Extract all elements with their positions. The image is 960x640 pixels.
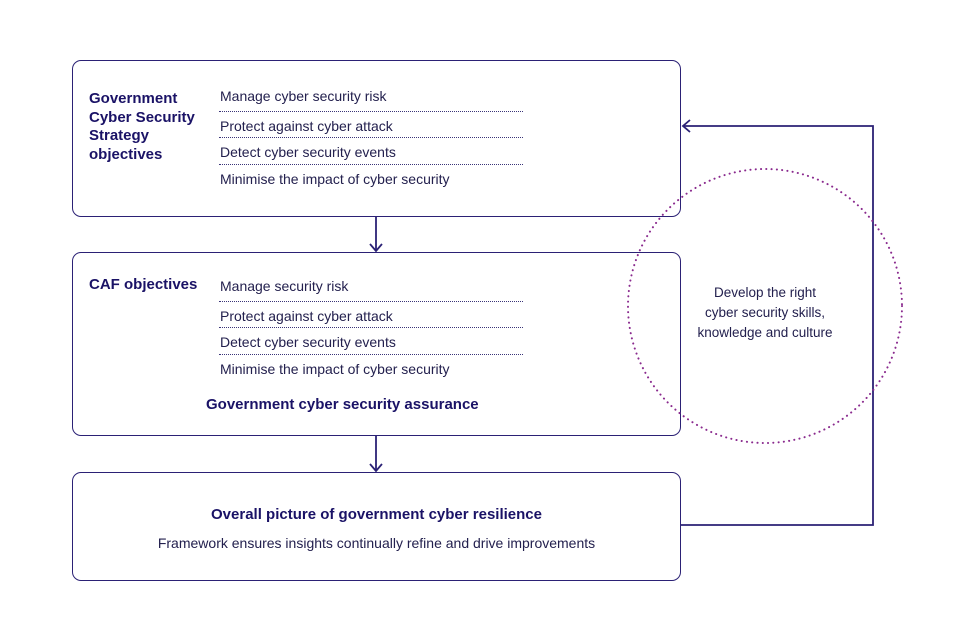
strategy-objectives-heading: Government Cyber Security Strategy objec… <box>89 90 195 163</box>
skills-line: knowledge and culture <box>697 325 833 340</box>
arrow-caf-to-resilience <box>369 436 383 473</box>
list-item: Minimise the impact of cyber security <box>220 360 450 377</box>
resilience-title: Overall picture of government cyber resi… <box>211 506 542 523</box>
strategy-objectives-list: Manage cyber security risk Protect again… <box>219 85 523 191</box>
list-item: Protect against cyber attack <box>219 112 523 138</box>
skills-line: cyber security skills, <box>704 305 826 320</box>
list-item: Protect against cyber attack <box>219 302 523 328</box>
list-item: Manage cyber security risk <box>219 85 523 112</box>
resilience-subtitle: Framework ensures insights continually r… <box>157 535 596 551</box>
list-item: Manage security risk <box>219 275 523 302</box>
assurance-label: Government cyber security assurance <box>206 396 479 413</box>
skills-line: Develop the right <box>713 285 817 300</box>
caf-objectives-box: CAF objectives Manage security risk Prot… <box>72 252 681 436</box>
list-item: Detect cyber security events <box>219 138 523 165</box>
skills-circle-text: Develop the right cyber security skills,… <box>650 283 880 343</box>
list-item: Minimise the impact of cyber security <box>220 170 450 187</box>
caf-objectives-heading: CAF objectives <box>89 276 198 293</box>
strategy-objectives-box: Government Cyber Security Strategy objec… <box>72 60 681 217</box>
resilience-box: Overall picture of government cyber resi… <box>72 472 681 581</box>
caf-objectives-list: Manage security risk Protect against cyb… <box>219 275 523 381</box>
arrow-strategy-to-caf <box>369 217 383 253</box>
list-item: Detect cyber security events <box>219 328 523 355</box>
